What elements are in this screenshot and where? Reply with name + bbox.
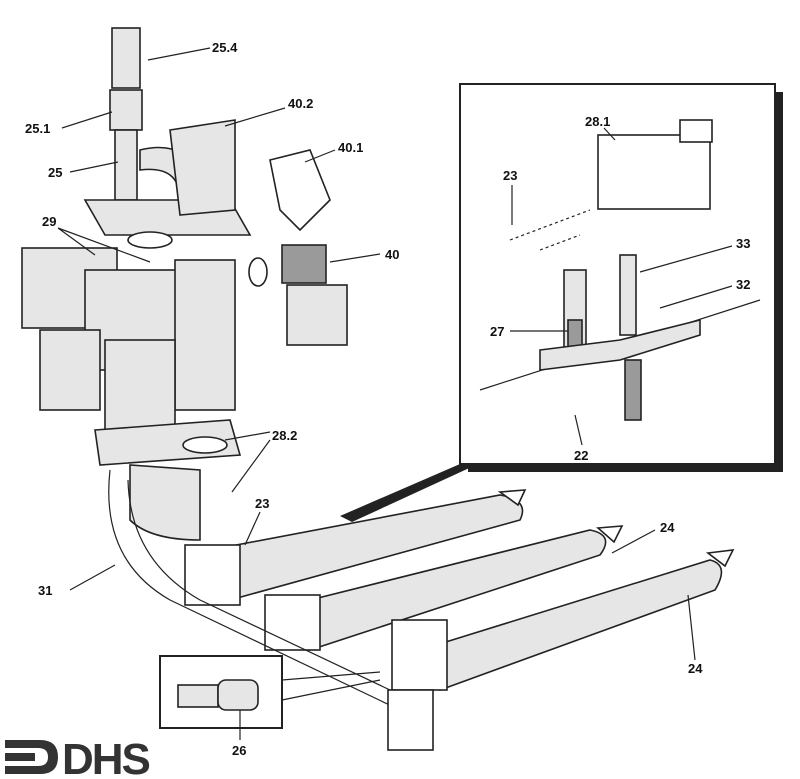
label-24-upper: 24 [660,520,675,535]
burner-tubes [108,469,735,751]
label-27: 27 [490,324,504,339]
label-28-2: 28.2 [272,428,297,443]
label-23-inset: 23 [503,168,517,183]
label-25-1: 25.1 [25,121,50,136]
label-28-1: 28.1 [585,114,610,129]
label-31: 31 [38,583,52,598]
label-29: 29 [42,214,56,229]
dhs-logo: DHS [5,735,152,779]
label-40-2: 40.2 [288,96,313,111]
label-26: 26 [232,743,246,758]
label-32: 32 [736,277,750,292]
gas-valve-assembly [21,27,348,541]
label-25-4: 25.4 [212,40,238,55]
label-25: 25 [48,165,62,180]
injector-inset [159,655,381,729]
label-24-lower: 24 [688,661,703,676]
label-22: 22 [574,448,588,463]
burner-detail-inset [340,83,783,522]
label-40: 40 [385,247,399,262]
label-40-1: 40.1 [338,140,363,155]
label-33: 33 [736,236,750,251]
logo-text: DHS [62,735,150,779]
label-23: 23 [255,496,269,511]
leader-lines [57,47,733,740]
